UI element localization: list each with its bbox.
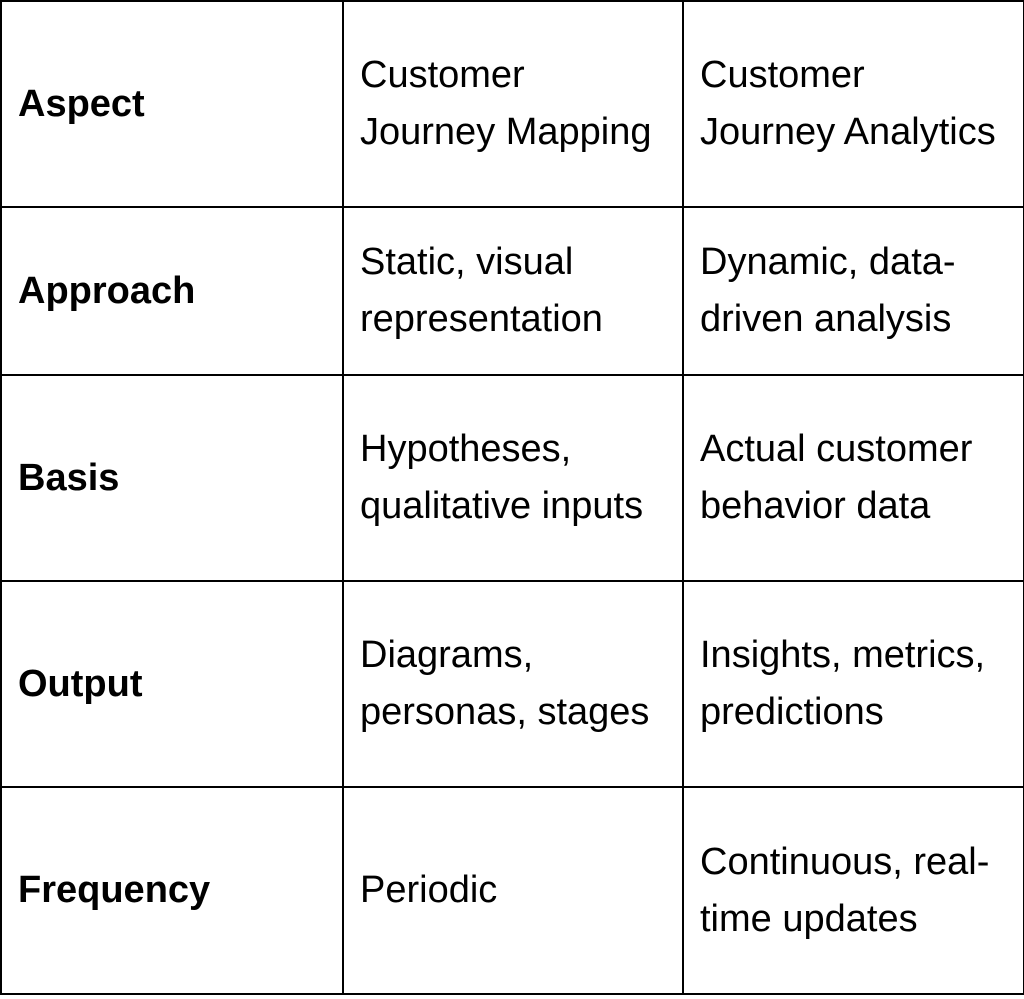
row-label-cell: Approach: [0, 206, 344, 376]
row-label-cell: Output: [0, 580, 344, 788]
analytics-value-cell: Actual customer behavior data: [682, 374, 1024, 582]
mapping-value-cell: Hypotheses, qualitative inputs: [342, 374, 684, 582]
analytics-value-cell: Insights, metrics, predictions: [682, 580, 1024, 788]
mapping-value-cell: Static, visual representation: [342, 206, 684, 376]
table-header-row: Aspect Customer Journey Mapping Customer…: [0, 0, 1024, 208]
mapping-value-cell: Periodic: [342, 786, 684, 995]
table-row: Output Diagrams, personas, stages Insigh…: [0, 580, 1024, 788]
mapping-value-cell: Diagrams, personas, stages: [342, 580, 684, 788]
table-row: Frequency Periodic Continuous, real-time…: [0, 786, 1024, 995]
header-cell-analytics: Customer Journey Analytics: [682, 0, 1024, 208]
row-label-cell: Frequency: [0, 786, 344, 995]
analytics-value-cell: Continuous, real-time updates: [682, 786, 1024, 995]
row-label-cell: Basis: [0, 374, 344, 582]
table-row: Approach Static, visual representation D…: [0, 206, 1024, 376]
table-row: Basis Hypotheses, qualitative inputs Act…: [0, 374, 1024, 582]
analytics-value-cell: Dynamic, data-driven analysis: [682, 206, 1024, 376]
header-cell-aspect: Aspect: [0, 0, 344, 208]
header-cell-mapping: Customer Journey Mapping: [342, 0, 684, 208]
